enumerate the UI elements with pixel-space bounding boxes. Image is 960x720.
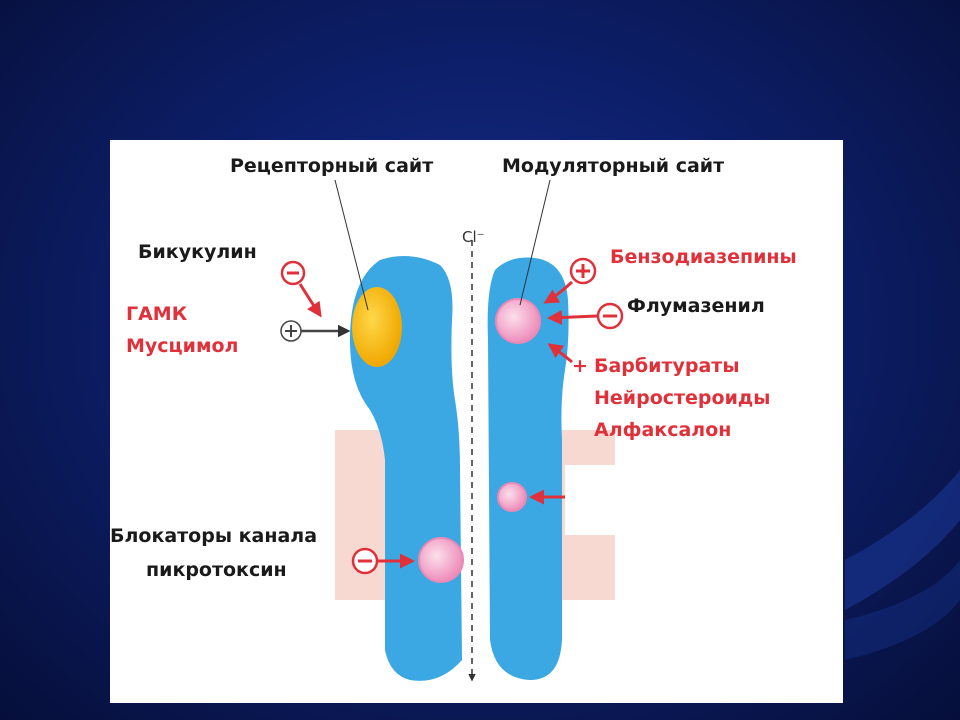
chloride-label: Cl⁻ — [462, 228, 485, 246]
agonist-binding-site — [352, 287, 402, 367]
barbiturates-arrow — [547, 343, 573, 364]
bicuculline-arrow — [298, 283, 322, 318]
benzodiazepine-site — [495, 298, 541, 344]
channel-blockers-label: Блокаторы канала — [110, 525, 317, 547]
receptor-site-leader — [334, 179, 369, 311]
modulator-site-leader — [519, 179, 551, 306]
gaba-label: ГАМК — [126, 303, 188, 325]
bicuculline-label: Бикукулин — [138, 241, 257, 263]
benzodiazepine-arrow — [543, 280, 574, 304]
neurosteroids-label: Нейростероиды — [594, 387, 770, 409]
gaba-receptor-diagram: Cl⁻ Рецепторный сайт Модуляторный сайт Б… — [110, 140, 843, 703]
channel-blocker-site — [418, 537, 464, 583]
muscimol-label: Мусцимол — [126, 335, 238, 357]
transmembrane-modulator-site — [497, 482, 527, 512]
barbiturates-plus-sign: + — [572, 355, 588, 377]
flumazenil-label: Флумазенил — [627, 295, 765, 317]
receptor-site-label: Рецепторный сайт — [230, 155, 433, 177]
flumazenil-arrow — [547, 309, 598, 325]
right-subunit — [487, 257, 569, 680]
benzodiazepines-label: Бензодиазепины — [610, 246, 797, 268]
barbiturates-label: Барбитураты — [594, 355, 740, 377]
picrotoxin-label: пикротоксин — [146, 559, 287, 581]
modulator-site-label: Модуляторный сайт — [502, 155, 724, 177]
alfaxalone-label: Алфаксалон — [594, 419, 731, 441]
